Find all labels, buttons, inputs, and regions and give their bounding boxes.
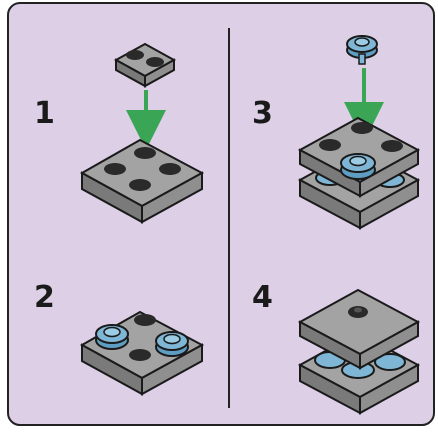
round-plate-right: [155, 331, 189, 357]
step-number-2: 2: [34, 280, 55, 315]
step-number-3: 3: [252, 96, 273, 131]
round-plate-left: [95, 324, 129, 350]
step-number-1: 1: [34, 96, 55, 131]
step-1-diagram: [79, 42, 205, 224]
small-plate: [113, 42, 177, 88]
step-4-diagram: [297, 288, 421, 415]
round-plate-top: [346, 35, 378, 65]
step-number-4: 4: [252, 280, 273, 315]
step-2-diagram: [79, 310, 205, 396]
base-plate: [79, 138, 205, 224]
step-3-diagram: [297, 35, 421, 230]
